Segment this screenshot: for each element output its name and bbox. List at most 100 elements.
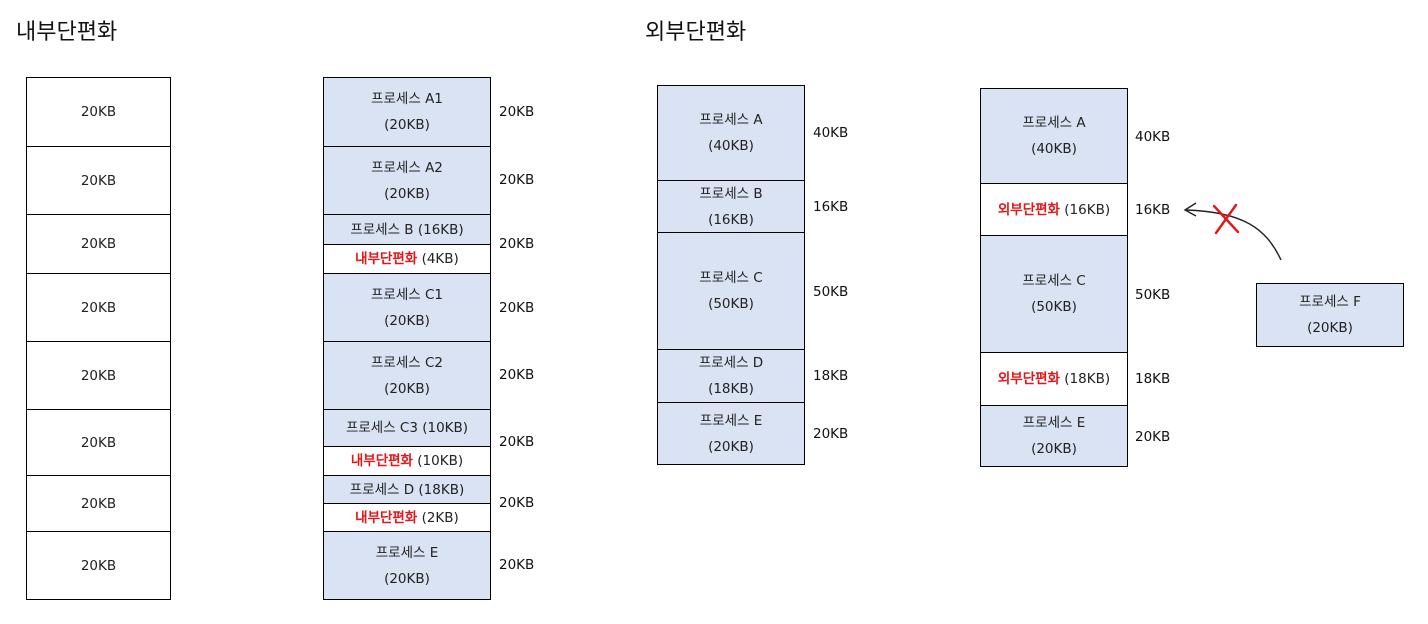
process-size: (50KB) bbox=[708, 296, 754, 312]
fragment-size: (18KB) bbox=[1064, 371, 1111, 387]
fragment-size: (2KB) bbox=[421, 509, 459, 526]
process-name: 프로세스 C1 bbox=[371, 286, 443, 303]
partition-size-label: 20KB bbox=[499, 236, 535, 252]
process-c2-block: 프로세스 C2 (20KB) bbox=[324, 342, 490, 410]
empty-block: 20KB bbox=[27, 78, 170, 147]
partition-size-label: 20KB bbox=[499, 495, 535, 511]
process-c-block: 프로세스 C (50KB) bbox=[658, 233, 804, 350]
process-name: 프로세스 D bbox=[698, 355, 764, 371]
block-size-label: 20KB bbox=[80, 299, 117, 316]
process-size: (50KB) bbox=[1031, 299, 1077, 315]
block-size-label: 20KB bbox=[80, 495, 117, 512]
block-size-label: 20KB bbox=[80, 104, 117, 120]
process-a-block: 프로세스 A (40KB) bbox=[658, 86, 804, 181]
process-size: (40KB) bbox=[708, 138, 754, 154]
process-size: (20KB) bbox=[1307, 320, 1353, 336]
process-size: (18KB) bbox=[708, 381, 754, 397]
process-name: 프로세스 E bbox=[375, 544, 439, 561]
fragment-size: (10KB) bbox=[417, 453, 464, 469]
fragment-label: 내부단편화 bbox=[350, 453, 413, 469]
internal-fragmentation-title: 내부단편화 bbox=[16, 20, 118, 45]
partition-size-label: 16KB bbox=[1135, 202, 1171, 218]
process-name: 프로세스 C bbox=[699, 270, 763, 286]
process-name: 프로세스 A bbox=[699, 112, 763, 128]
process-name: 프로세스 B bbox=[699, 185, 763, 202]
partition-size-label: 50KB bbox=[813, 284, 849, 300]
process-d-block: 프로세스 D (18KB) bbox=[658, 350, 804, 403]
process-size: (20KB) bbox=[384, 312, 430, 329]
x-mark-icon bbox=[1212, 203, 1240, 235]
process-e-block: 프로세스 E (20KB) bbox=[981, 406, 1127, 466]
process-name: 프로세스 A bbox=[1022, 115, 1086, 131]
process-b-block: 프로세스 B (16KB) bbox=[324, 215, 490, 245]
process-size: (20KB) bbox=[384, 380, 430, 397]
process-name: 프로세스 C3 (10KB) bbox=[345, 420, 469, 436]
external-fragment-block: 외부단편화 (18KB) bbox=[981, 353, 1127, 406]
fragment-label: 외부단편화 bbox=[997, 201, 1060, 218]
process-name: 프로세스 B (16KB) bbox=[350, 221, 464, 238]
external-fragment-block: 외부단편화 (16KB) bbox=[981, 184, 1127, 236]
partition-size-label: 18KB bbox=[813, 368, 849, 384]
internal-fragment-block: 내부단편화 (10KB) bbox=[324, 447, 490, 476]
process-size: (20KB) bbox=[708, 438, 754, 455]
partition-size-label: 40KB bbox=[813, 125, 849, 141]
process-name: 프로세스 E bbox=[1022, 415, 1086, 431]
process-name: 프로세스 F bbox=[1299, 294, 1361, 310]
external-after-column: 프로세스 A (40KB) 외부단편화 (16KB) 프로세스 C (50KB)… bbox=[980, 88, 1128, 467]
process-name: 프로세스 D (18KB) bbox=[349, 481, 465, 498]
partition-size-label: 20KB bbox=[1135, 429, 1171, 445]
process-a1-block: 프로세스 A1 (20KB) bbox=[324, 78, 490, 147]
partition-size-label: 16KB bbox=[813, 199, 849, 215]
process-e-block: 프로세스 E (20KB) bbox=[324, 532, 490, 599]
partition-size-label: 40KB bbox=[1135, 129, 1171, 145]
fragment-label: 내부단편화 bbox=[355, 251, 418, 267]
partition-size-label: 20KB bbox=[499, 104, 535, 120]
fragment-label: 외부단편화 bbox=[997, 371, 1060, 387]
internal-fragmentation-column: 프로세스 A1 (20KB) 프로세스 A2 (20KB) 프로세스 B (16… bbox=[323, 77, 491, 600]
partition-size-label: 20KB bbox=[499, 557, 535, 573]
fragment-size: (16KB) bbox=[1064, 201, 1111, 218]
empty-memory-column: 20KB 20KB 20KB 20KB 20KB 20KB 20KB 20KB bbox=[26, 77, 171, 600]
process-size: (20KB) bbox=[384, 185, 430, 202]
partition-size-label: 20KB bbox=[499, 300, 535, 316]
partition-size-label: 20KB bbox=[499, 172, 535, 188]
process-c-block: 프로세스 C (50KB) bbox=[981, 236, 1127, 353]
process-f-block: 프로세스 F (20KB) bbox=[1256, 283, 1404, 347]
empty-block: 20KB bbox=[27, 215, 170, 274]
process-d-block: 프로세스 D (18KB) bbox=[324, 476, 490, 504]
partition-size-label: 50KB bbox=[1135, 287, 1171, 303]
empty-block: 20KB bbox=[27, 342, 170, 410]
block-size-label: 20KB bbox=[80, 367, 117, 384]
process-name: 프로세스 C2 bbox=[371, 354, 443, 371]
process-name: 프로세스 C bbox=[1022, 273, 1086, 289]
process-size: (16KB) bbox=[708, 211, 754, 228]
external-before-column: 프로세스 A (40KB) 프로세스 B (16KB) 프로세스 C (50KB… bbox=[657, 85, 805, 465]
partition-size-label: 20KB bbox=[813, 426, 849, 442]
process-e-block: 프로세스 E (20KB) bbox=[658, 403, 804, 464]
process-c1-block: 프로세스 C1 (20KB) bbox=[324, 274, 490, 342]
block-size-label: 20KB bbox=[80, 434, 117, 451]
fragment-size: (4KB) bbox=[421, 251, 459, 267]
process-size: (40KB) bbox=[1031, 141, 1077, 157]
process-a-block: 프로세스 A (40KB) bbox=[981, 89, 1127, 184]
process-b-block: 프로세스 B (16KB) bbox=[658, 181, 804, 233]
empty-block: 20KB bbox=[27, 532, 170, 599]
fragment-label: 내부단편화 bbox=[355, 509, 418, 526]
block-size-label: 20KB bbox=[80, 557, 117, 574]
process-size: (20KB) bbox=[384, 117, 430, 133]
block-size-label: 20KB bbox=[80, 172, 117, 189]
block-size-label: 20KB bbox=[80, 236, 117, 252]
process-c3-block: 프로세스 C3 (10KB) bbox=[324, 410, 490, 447]
empty-block: 20KB bbox=[27, 410, 170, 476]
process-a2-block: 프로세스 A2 (20KB) bbox=[324, 147, 490, 215]
internal-fragment-block: 내부단편화 (4KB) bbox=[324, 245, 490, 274]
partition-size-label: 18KB bbox=[1135, 371, 1171, 387]
empty-block: 20KB bbox=[27, 147, 170, 215]
process-name: 프로세스 A1 bbox=[371, 91, 443, 107]
process-name: 프로세스 A2 bbox=[371, 159, 443, 176]
empty-block: 20KB bbox=[27, 476, 170, 532]
partition-size-label: 20KB bbox=[499, 434, 535, 450]
external-fragmentation-title: 외부단편화 bbox=[645, 20, 747, 45]
arrow-icon bbox=[1183, 202, 1282, 261]
